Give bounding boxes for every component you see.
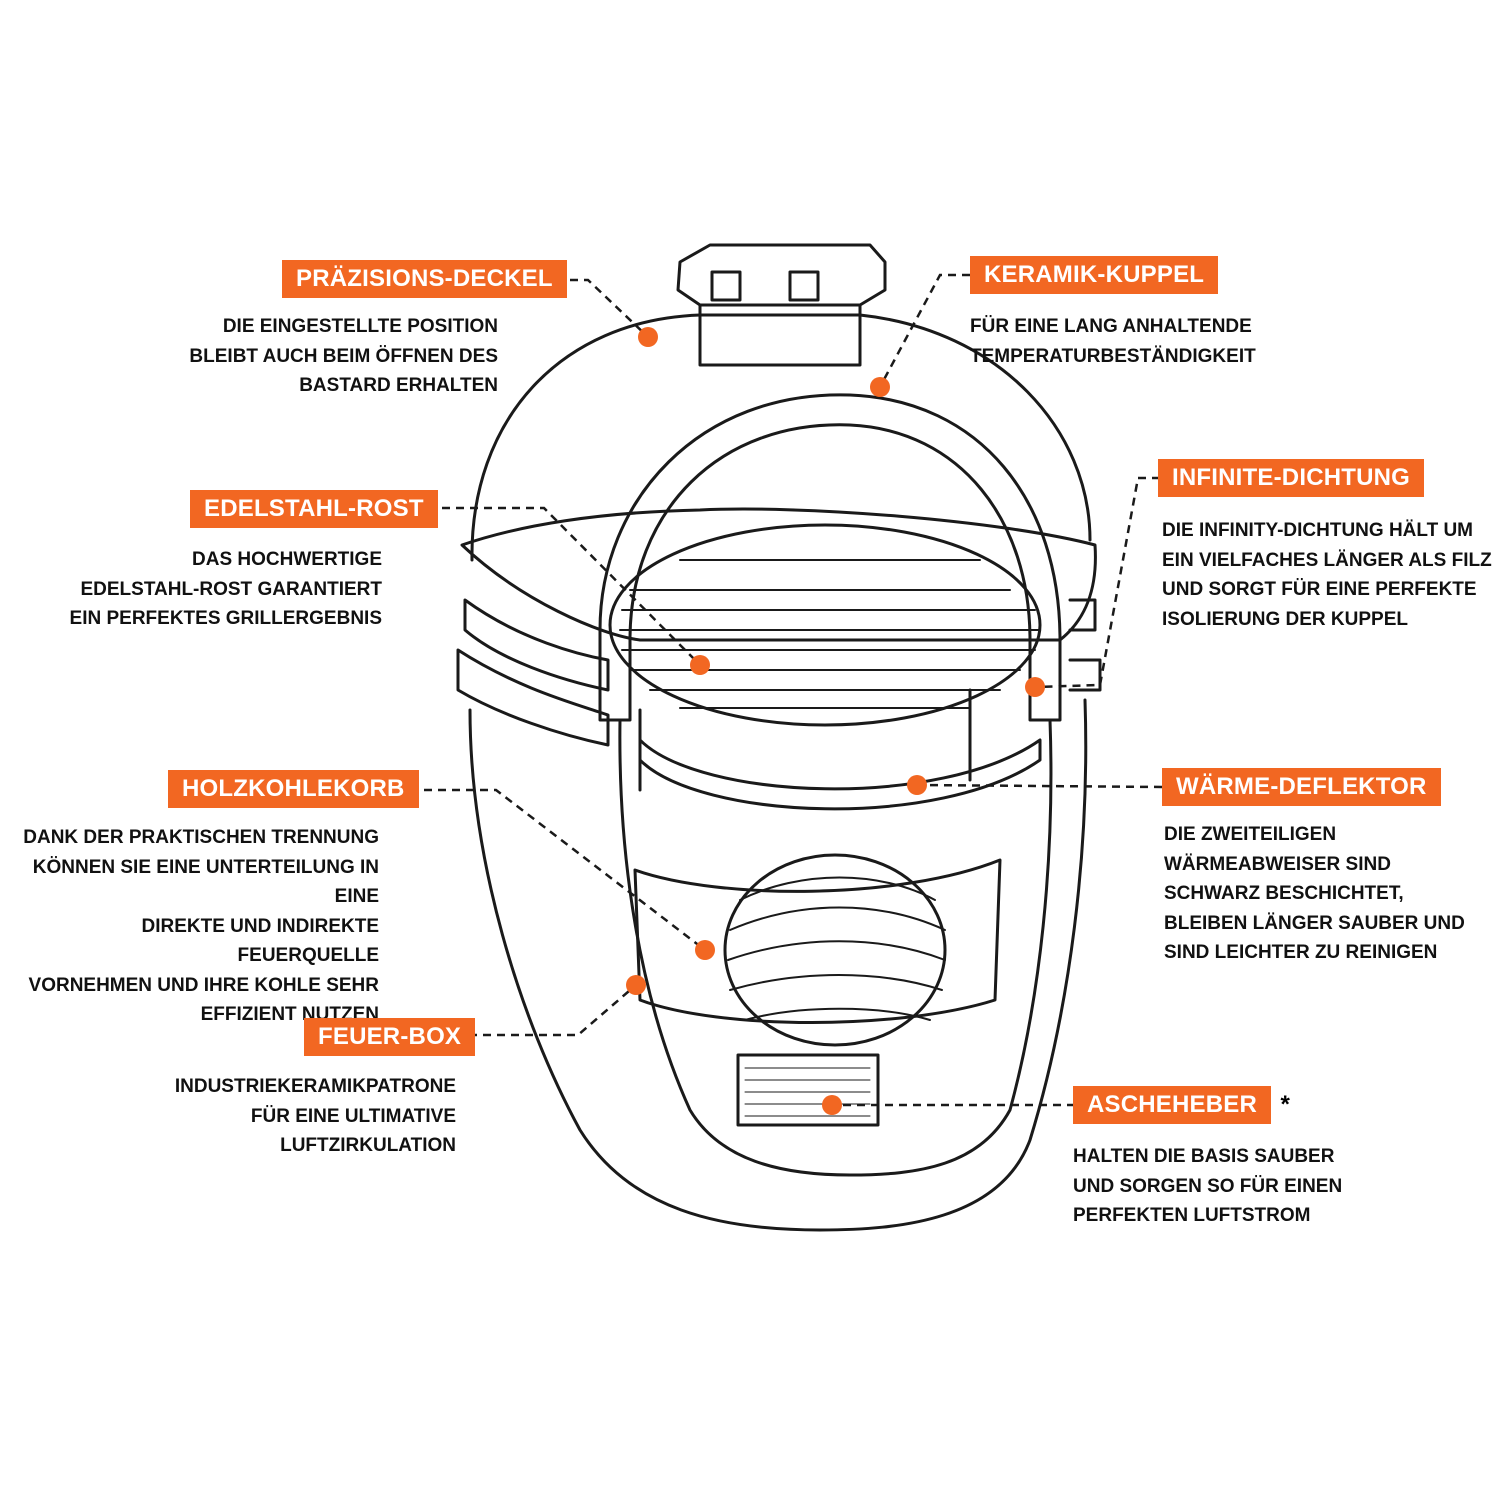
label-feuer-box: FEUER-BOX (304, 1018, 476, 1056)
top-vent (676, 243, 887, 307)
label-holzkohlekorb: HOLZKOHLEKORB (168, 770, 419, 808)
fire-box (633, 858, 1002, 1024)
label-infinite-dichtung: INFINITE-DICHTUNG (1158, 459, 1425, 497)
dot-holzkohlekorb (695, 940, 715, 960)
heat-deflector (638, 738, 1042, 811)
desc-keramik-kuppel: FÜR EINE LANG ANHALTENDE TEMPERATURBESTÄ… (970, 316, 1256, 367)
band-2 (456, 648, 610, 747)
body-outer (468, 698, 1088, 1232)
grill-grate-bars (619, 559, 1041, 709)
dot-feuer-box (626, 975, 646, 995)
desc-feuer-box: INDUSTRIEKERAMIKPATRONE FÜR EINE ULTIMAT… (174, 1076, 456, 1156)
desc-edelstahl-rost: DAS HOCHWERTIGE EDELSTAHL-ROST GARANTIER… (69, 549, 382, 629)
desc-infinite-dichtung: DIE INFINITY-DICHTUNG HÄLT UM EIN VIELFA… (1162, 520, 1492, 630)
cutaway-arch (598, 393, 1062, 722)
label-ascheheber: ASCHEHEBER * (1073, 1086, 1294, 1124)
desc-holzkohlekorb: DANK DER PRAKTISCHEN TRENNUNG KÖNNEN SIE… (23, 827, 379, 1025)
charcoal-basket-bars (727, 876, 946, 1021)
desc-waerme-deflektor: DIE ZWEITEILIGEN WÄRMEABWEISER SIND SCHW… (1164, 824, 1465, 963)
charcoal-basket (723, 853, 947, 1047)
dot-ascheheber (822, 1095, 842, 1115)
dot-praezisions-deckel (638, 327, 658, 347)
dot-waerme-deflektor (907, 775, 927, 795)
desc-praezisions-deckel: DIE EINGESTELLTE POSITION BLEIBT AUCH BE… (189, 316, 498, 396)
body-inner (618, 718, 1053, 1177)
callout-dots (626, 327, 1045, 1115)
asterisk-note: * (1277, 1086, 1294, 1124)
dot-keramik-kuppel (870, 377, 890, 397)
label-ascheheber-text: ASCHEHEBER (1087, 1091, 1258, 1118)
dot-infinite-dichtung (1025, 677, 1045, 697)
band-1 (463, 598, 610, 692)
dot-edelstahl-rost (690, 655, 710, 675)
ash-lifter-mesh (744, 1067, 871, 1117)
desc-ascheheber: HALTEN DIE BASIS SAUBER UND SORGEN SO FÜ… (1073, 1146, 1343, 1226)
ash-lifter (736, 1053, 880, 1127)
grill-grate-outline (608, 523, 1042, 727)
label-edelstahl-rost: EDELSTAHL-ROST (190, 490, 438, 528)
label-praezisions-deckel: PRÄZISIONS-DECKEL (282, 260, 567, 298)
label-keramik-kuppel: KERAMIK-KUPPEL (970, 256, 1219, 294)
label-waerme-deflektor: WÄRME-DEFLEKTOR (1162, 768, 1441, 806)
